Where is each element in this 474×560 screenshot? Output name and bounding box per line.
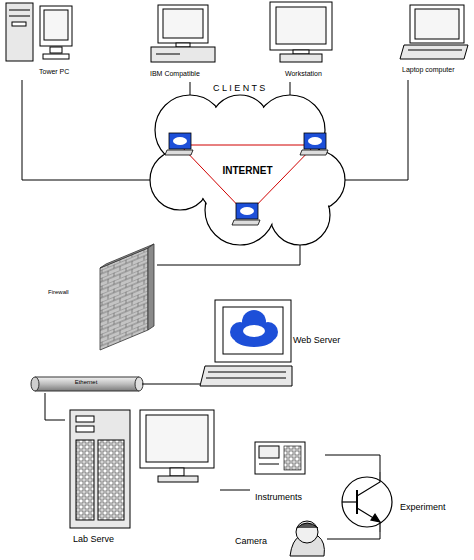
device-node: Instruments (250, 438, 325, 503)
server-node: Lab Serve (65, 405, 220, 550)
node-label: Instruments (255, 492, 302, 502)
connector-line (190, 82, 191, 95)
device-node: Camera (232, 520, 327, 558)
node-label: Workstation (285, 70, 322, 78)
node-label: Web Server (293, 335, 340, 345)
client-node: Tower PC (5, 0, 80, 80)
connector-line (142, 384, 200, 385)
network-bus: Ethernet (30, 375, 142, 393)
internet-cloud (150, 95, 345, 245)
node-label: INTERNET (223, 165, 273, 177)
firewall-wall (100, 244, 154, 350)
node-label: Tower PC (39, 68, 69, 76)
node-label: Laptop computer (402, 66, 455, 74)
node-label: Camera (235, 536, 267, 546)
client-node: Workstation (265, 0, 345, 82)
node-label: IBM Compatible (150, 70, 200, 78)
device-node: Experiment (338, 472, 468, 532)
cloud-node: INTERNET (150, 95, 345, 245)
section-label: C L I E N T S (213, 83, 265, 93)
connector-line (345, 80, 408, 180)
connector-line (220, 490, 250, 491)
workstation-icon (270, 2, 332, 62)
connector-line (157, 245, 300, 265)
connector-line (290, 82, 291, 95)
instrument-icon (255, 442, 305, 474)
server-node: Web Server (200, 298, 342, 388)
connector-line (45, 393, 65, 420)
connector-line (22, 80, 150, 180)
ethernet-pipe (31, 377, 143, 391)
lab-server-icon (70, 410, 214, 528)
node-label: Ethernet (75, 379, 98, 386)
tower-pc-icon (6, 3, 72, 61)
transistor-symbol (342, 472, 392, 532)
client-node: Laptop computer (392, 0, 470, 80)
client-node: IBM Compatible (145, 0, 223, 82)
camera-icon (290, 521, 324, 556)
firewall-node: Firewall (45, 243, 157, 353)
laptop-icon (400, 5, 468, 59)
node-label: Firewall (48, 289, 69, 296)
web-server-icon (200, 300, 292, 386)
ibm-compatible-icon (151, 5, 215, 62)
node-label: Experiment (400, 502, 446, 512)
node-label: Lab Serve (73, 534, 114, 544)
connector-line (325, 455, 380, 472)
connector-line (327, 532, 380, 539)
